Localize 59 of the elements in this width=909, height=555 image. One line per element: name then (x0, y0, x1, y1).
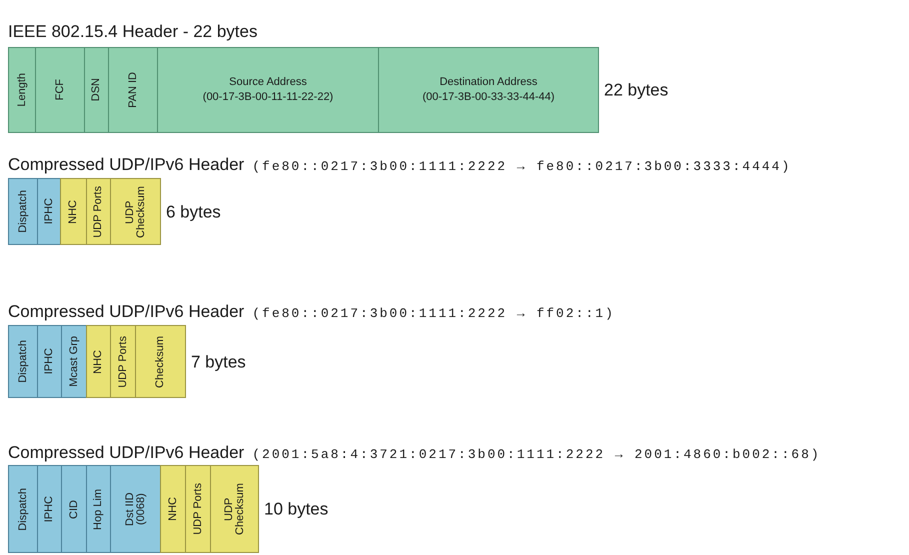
section-heading: Compressed UDP/IPv6 Header (8, 443, 244, 462)
header-field (60, 178, 87, 245)
header-field (84, 47, 109, 133)
field-label: NHC (168, 497, 178, 521)
header-field (86, 325, 111, 398)
header-field (8, 465, 38, 553)
field-label: NHC (68, 200, 79, 224)
byte-count: 7 bytes (191, 350, 246, 373)
field-label: IPHC (44, 198, 54, 225)
header-field (37, 325, 62, 398)
field-label: Destination Address (440, 75, 538, 90)
field-label: Checksum (155, 336, 166, 388)
field-label: (00-17-3B-00-33-33-44-44) (422, 90, 555, 105)
address-pair: (2001:5a8:4:3721:0217:3b00:1111:2222 → 2001:4860:b002::68) (252, 447, 821, 462)
field-label: Length (16, 73, 28, 107)
field-label: UDP Ports (192, 483, 204, 535)
field-label: IPHC (44, 348, 55, 375)
field-label: Mcast Grp (68, 336, 80, 387)
field-label: UDP Ports (118, 336, 128, 388)
byte-count: 6 bytes (166, 200, 221, 223)
header-field (86, 178, 111, 245)
field-label: UDP Ports (93, 186, 104, 238)
field-label: NHC (93, 350, 104, 374)
field-label: Dst IID (0068) (124, 491, 146, 528)
byte-count: 22 bytes (604, 79, 668, 102)
header-field (37, 465, 62, 553)
field-label: (00-17-3B-00-11-11-22-22) (202, 90, 334, 105)
field-label: CID (68, 500, 80, 518)
field-label: UDP Checksum (124, 184, 146, 240)
header-field (61, 465, 87, 553)
field-label: IPHC (44, 496, 55, 522)
field-label: DSN (91, 78, 102, 102)
field-label: Hop Lim (93, 488, 104, 530)
section-heading: Compressed UDP/IPv6 Header (8, 302, 244, 321)
header-field (86, 465, 111, 553)
field-label: Dispatch (18, 488, 28, 530)
field-label: Dispatch (18, 190, 28, 233)
header-field (108, 47, 158, 133)
field-label: PAN ID (128, 72, 138, 108)
byte-count: 10 bytes (264, 498, 328, 520)
field-label: FCF (54, 79, 66, 101)
header-field (110, 325, 136, 398)
section-heading: Compressed UDP/IPv6 Header (8, 155, 244, 174)
header-field (37, 178, 61, 245)
header-field (185, 465, 211, 553)
header-field (110, 465, 161, 553)
address-pair: (fe80::0217:3b00:1111:2222 → fe80::0217:3b00:3333:4444) (252, 159, 792, 174)
header-field (35, 47, 85, 133)
field-label: Dispatch (18, 340, 28, 383)
header-field (61, 325, 87, 398)
header-field (157, 47, 379, 133)
section-heading: IEEE 802.15.4 Header - 22 bytes (8, 22, 258, 41)
header-field (8, 178, 38, 245)
header-field (8, 325, 38, 398)
header-field (160, 465, 186, 553)
field-label: UDP Checksum (224, 482, 246, 537)
address-pair: (fe80::0217:3b00:1111:2222 → ff02::1) (252, 306, 615, 321)
header-field (8, 47, 36, 133)
field-label: Source Address (229, 75, 307, 90)
